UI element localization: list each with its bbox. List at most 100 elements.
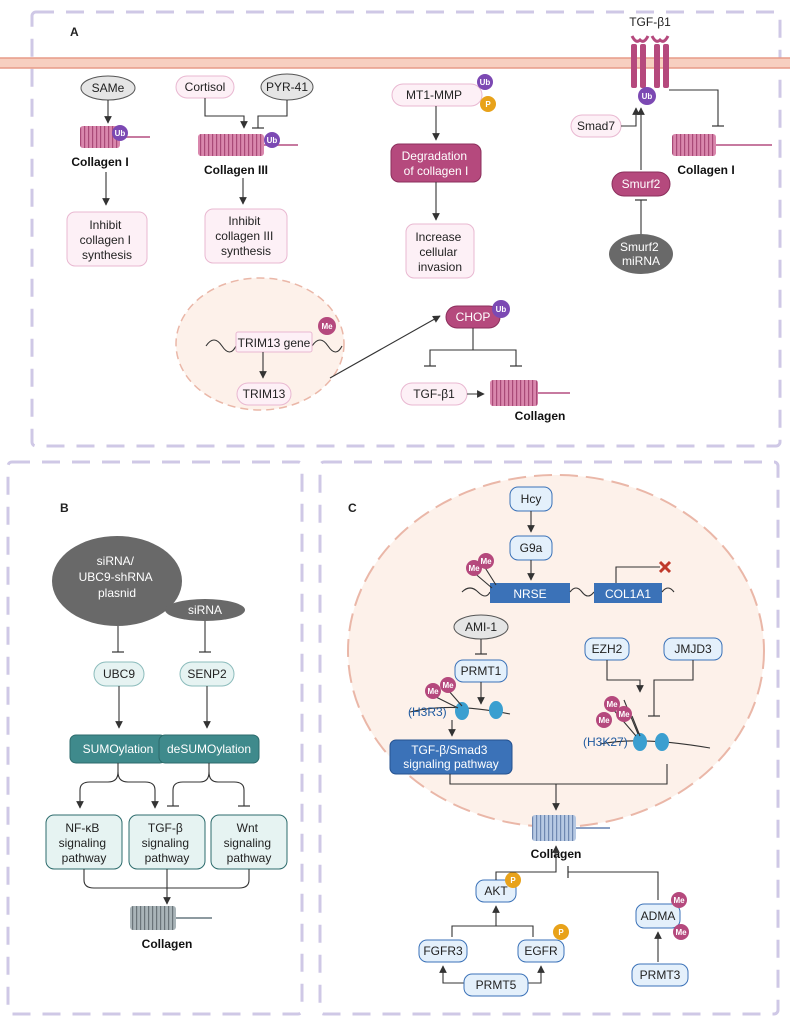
svg-text:P: P bbox=[510, 876, 516, 885]
svg-text:Me: Me bbox=[675, 928, 687, 937]
ub-tag-1 bbox=[112, 125, 128, 141]
svg-text:FGFR3: FGFR3 bbox=[423, 944, 463, 958]
nucleosome-h3k27 bbox=[599, 733, 711, 751]
svg-text:Ub: Ub bbox=[115, 129, 126, 138]
svg-text:ADMA: ADMA bbox=[641, 909, 676, 923]
inhibit-collagen-i-text: Inhibit collagen I synthesis bbox=[80, 218, 135, 262]
svg-text:siRNA: siRNA bbox=[188, 603, 222, 617]
svg-text:COL1A1: COL1A1 bbox=[605, 587, 651, 601]
svg-text:Me: Me bbox=[442, 681, 454, 690]
tgfb1-receptor-label: TGF-β1 bbox=[629, 15, 671, 29]
svg-text:NRSE: NRSE bbox=[513, 587, 546, 601]
collagen-i-fibril-2 bbox=[672, 134, 772, 156]
svg-text:PRMT5: PRMT5 bbox=[476, 978, 517, 992]
tgfb-smad3-node bbox=[389, 739, 513, 775]
invasion-text: Increase cellular invasion bbox=[415, 230, 464, 274]
collagen-iii-label: Collagen III bbox=[204, 163, 268, 177]
svg-text:CHOP: CHOP bbox=[456, 310, 491, 324]
adma-node bbox=[635, 903, 681, 929]
panel-c-label: C bbox=[348, 501, 357, 515]
transcription-blocked-icon bbox=[658, 560, 672, 574]
nfkb-text: NF-κB signaling pathway bbox=[59, 821, 110, 865]
ub-tag-5 bbox=[492, 300, 510, 318]
me-tag-adma-1 bbox=[671, 892, 687, 908]
prmt3-node bbox=[631, 963, 689, 987]
me-tag-h3r3-2 bbox=[440, 677, 456, 693]
egfr-node bbox=[517, 939, 565, 963]
svg-text:Hcy: Hcy bbox=[521, 492, 542, 506]
me-tag-h3k27-2 bbox=[596, 712, 612, 728]
me-tag-h3r3-1 bbox=[425, 683, 441, 699]
svg-text:UBC9: UBC9 bbox=[103, 667, 135, 681]
h3r3-label: (H3R3) bbox=[408, 705, 447, 719]
svg-text:PRMT3: PRMT3 bbox=[640, 968, 681, 982]
ub-tag-2 bbox=[264, 132, 280, 148]
inhibit-collagen-iii-text: Inhibit collagen III synthesis bbox=[215, 214, 276, 258]
svg-text:deSUMOylation: deSUMOylation bbox=[167, 742, 251, 756]
svg-text:MT1-MMP: MT1-MMP bbox=[406, 88, 462, 102]
inhibit-collagen-i-node bbox=[66, 211, 148, 267]
svg-text:TGF-β1: TGF-β1 bbox=[413, 387, 455, 401]
svg-text:P: P bbox=[558, 928, 564, 937]
ub-tag-3 bbox=[477, 74, 493, 90]
collagen-label-b: Collagen bbox=[142, 937, 193, 951]
panel-c-frame bbox=[318, 460, 780, 1016]
tgfb-text-b: TGF-β signaling pathway bbox=[142, 821, 193, 865]
smurf2-mirna-text: Smurf2 miRNA bbox=[620, 240, 662, 268]
collagen-iii-fibril bbox=[198, 134, 298, 156]
me-tag-nrse-2 bbox=[478, 553, 494, 569]
sirna-shrna-text: siRNA/ UBC9-shRNA plasnid bbox=[79, 554, 156, 600]
panel-a-frame bbox=[30, 10, 782, 448]
me-tag-nrse-1 bbox=[466, 560, 482, 576]
sirna-shrna-node bbox=[52, 536, 182, 626]
svg-text:Ub: Ub bbox=[496, 305, 507, 314]
svg-text:PRMT1: PRMT1 bbox=[461, 664, 502, 678]
me-tag-h3k27-1 bbox=[604, 696, 620, 712]
svg-text:Cortisol: Cortisol bbox=[185, 80, 226, 94]
me-tag-h3k27-3 bbox=[616, 706, 632, 722]
prmt5-node bbox=[463, 973, 529, 997]
svg-text:Smurf2: Smurf2 bbox=[622, 177, 661, 191]
panel-b-label: B bbox=[60, 501, 69, 515]
smurf2-mirna-node bbox=[609, 234, 673, 274]
collagen-fibril-c bbox=[532, 815, 610, 841]
nrse-node bbox=[490, 583, 570, 603]
inhibit-collagen-iii-node bbox=[204, 208, 288, 264]
phospho-tag-akt bbox=[505, 872, 521, 888]
svg-text:AMI-1: AMI-1 bbox=[465, 620, 497, 634]
svg-text:Me: Me bbox=[321, 322, 333, 331]
phospho-tag-1 bbox=[480, 96, 496, 112]
collagen-fibril-b bbox=[130, 906, 212, 930]
fgfr3-node bbox=[418, 939, 468, 963]
ub-tag-4 bbox=[638, 87, 656, 105]
svg-text:Me: Me bbox=[480, 557, 492, 566]
svg-text:EZH2: EZH2 bbox=[592, 642, 623, 656]
invasion-node bbox=[405, 223, 475, 279]
svg-text:Me: Me bbox=[606, 700, 618, 709]
collagen-i-label-2: Collagen I bbox=[677, 163, 734, 177]
nucleosome-h3r3 bbox=[409, 701, 511, 720]
me-tag-a bbox=[318, 317, 336, 335]
col1a1-node bbox=[594, 583, 662, 603]
trim13-gene-node bbox=[235, 331, 313, 353]
svg-text:TRIM13 gene: TRIM13 gene bbox=[238, 336, 311, 350]
mt1-mmp-node bbox=[391, 83, 483, 107]
svg-text:SENP2: SENP2 bbox=[187, 667, 227, 681]
svg-text:EGFR: EGFR bbox=[524, 944, 558, 958]
svg-text:Me: Me bbox=[618, 710, 630, 719]
sirna-node bbox=[165, 599, 245, 621]
svg-text:Me: Me bbox=[468, 564, 480, 573]
trim13-node bbox=[236, 382, 292, 406]
smurf2-node bbox=[611, 171, 671, 197]
svg-text:JMJD3: JMJD3 bbox=[674, 642, 712, 656]
svg-text:Smad7: Smad7 bbox=[577, 119, 615, 133]
cell-membrane bbox=[0, 58, 790, 68]
svg-text:Me: Me bbox=[673, 896, 685, 905]
degradation-text: Degradation of collagen I bbox=[402, 149, 471, 178]
svg-text:Ub: Ub bbox=[267, 136, 278, 145]
svg-text:Ub: Ub bbox=[642, 92, 653, 101]
svg-text:SUMOylation: SUMOylation bbox=[83, 742, 154, 756]
tgfb-smad3-text: TGF-β/Smad3 signaling pathway bbox=[403, 743, 498, 771]
phospho-tag-egfr bbox=[553, 924, 569, 940]
